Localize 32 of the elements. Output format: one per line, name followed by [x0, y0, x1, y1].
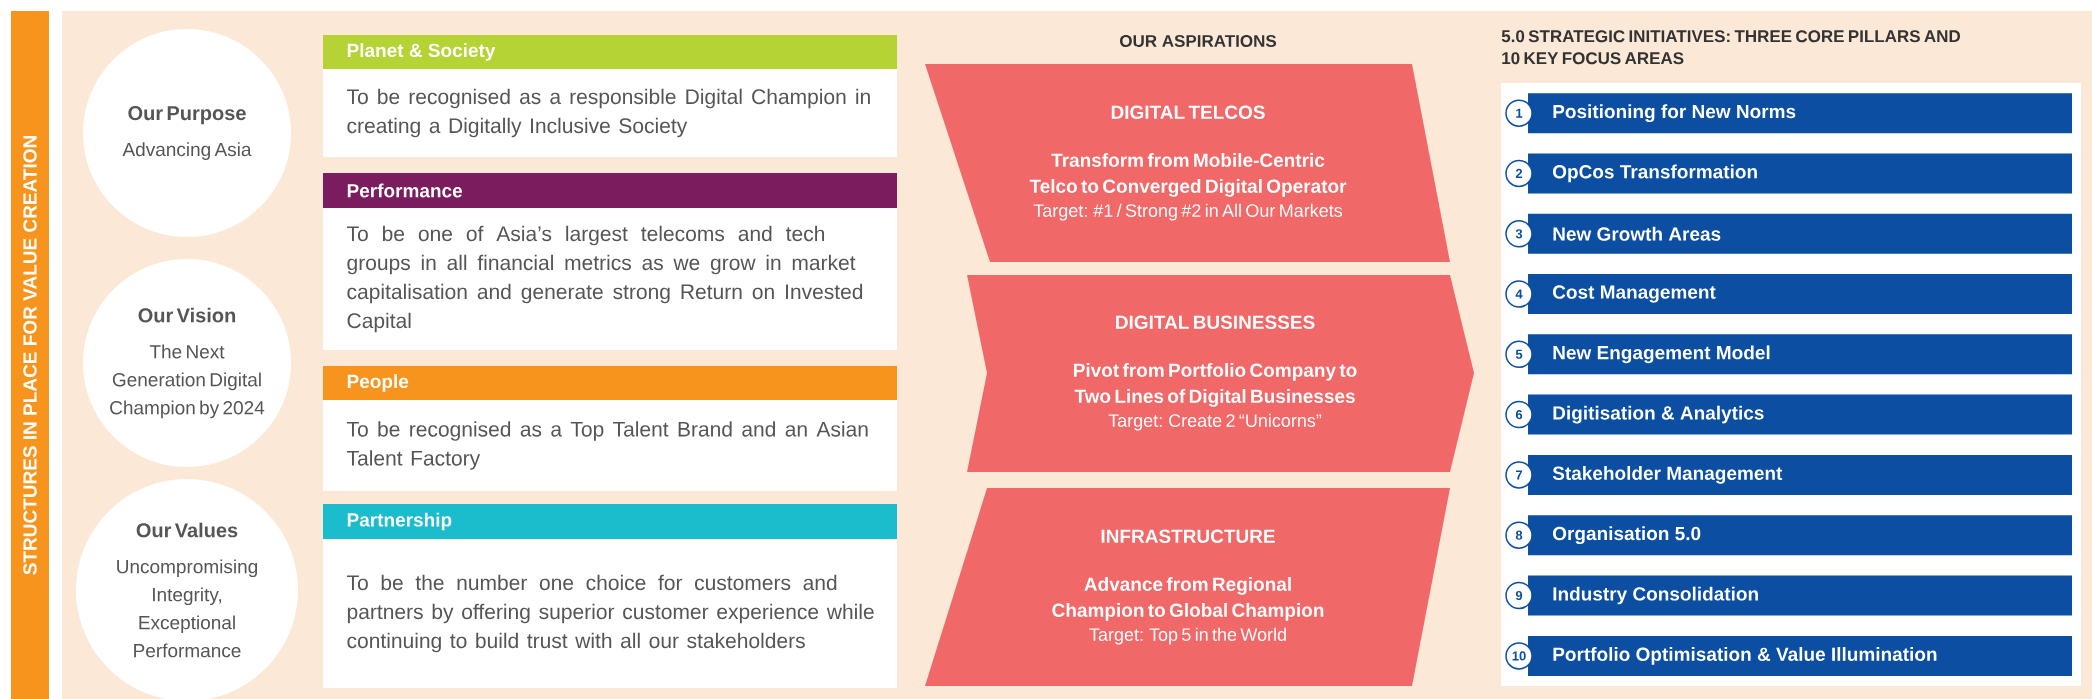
- pillar-card: Planet & Society To be recognised as a responsible Digital Champion in creating a Digitally Inclusive Society: [323, 35, 897, 157]
- focus-area-bar: 6 Digitisation & Analytics: [1505, 394, 2073, 435]
- number-badge: 4: [1505, 280, 1533, 308]
- focus-area-bar: 1 Positioning for New Norms: [1505, 93, 2073, 134]
- focus-area-bar: 10 Portfolio Optimisation & Value Illumination: [1505, 635, 2073, 676]
- pillar-card: Performance To be one of Asia’s largest telecoms and tech groups in all financial metrics as we grow in market capitalisation and generate strong Return on Invested Capital: [323, 173, 897, 350]
- pillar-card: People To be recognised as a Top Talent Brand and an Asian Talent Factory: [323, 366, 897, 491]
- number-badge: 8: [1505, 521, 1533, 549]
- focus-area-bar: 9 Industry Consolidation: [1505, 575, 2073, 616]
- focus-area-bar: 2 OpCos Transformation: [1505, 153, 2073, 194]
- aspiration-banner: DIGITAL BUSINESSES Pivot from Portfolio Company to Two Lines of Digital Businesses Target: Create 2 “Unicorns”: [967, 275, 1474, 472]
- number-badge: 6: [1505, 400, 1533, 429]
- section-heading: OUR ASPIRATIONS: [1120, 35, 1277, 48]
- number-badge: 5: [1505, 340, 1533, 369]
- number-badge: 1: [1505, 99, 1533, 127]
- focus-area-bar: 5 New Engagement Model: [1505, 334, 2073, 375]
- node-label: Partnership: [347, 512, 452, 531]
- focus-area-bar: 4 Cost Management: [1505, 274, 2073, 314]
- node-label: Performance: [347, 183, 463, 198]
- focus-area-bar: 3 New Growth Areas: [1505, 213, 2073, 254]
- number-badge: 3: [1505, 220, 1533, 248]
- pillar-card: Partnership To be the number one choice for customers and partners by offering superior customer experience while continuing to build trust with all our stakeholders: [323, 504, 897, 688]
- number-badge: 10: [1505, 642, 1533, 670]
- number-badge: 7: [1505, 461, 1533, 489]
- node-label: Planet & Society: [347, 43, 496, 61]
- number-badge: 2: [1505, 159, 1533, 188]
- focus-area-bar: 8 Organisation 5.0: [1505, 515, 2073, 556]
- number-badge: 9: [1505, 581, 1533, 610]
- node-label: People: [347, 374, 409, 392]
- side-band: STRUCTURES IN PLACE FOR VALUE CREATION: [11, 11, 49, 699]
- node-label: 5.0 STRATEGIC INITIATIVES: THREE CORE PILLARS AND 10 KEY FOCUS AREAS: [1501, 30, 1960, 65]
- focus-area-bar: 7 Stakeholder Management: [1505, 454, 2073, 495]
